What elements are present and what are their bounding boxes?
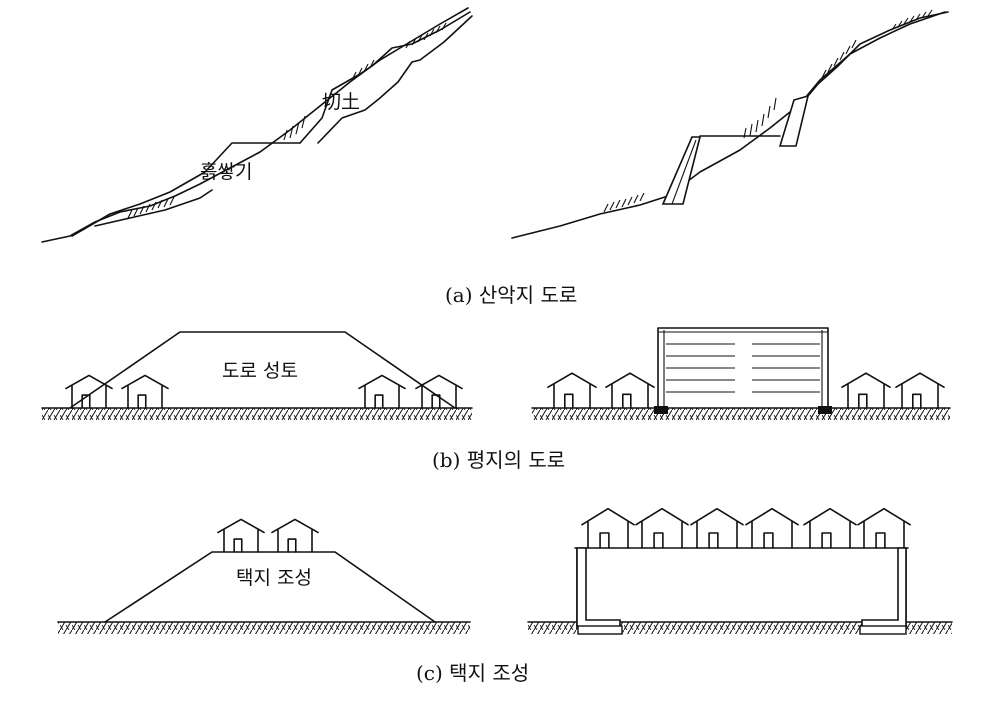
caption-c: (c) 택지 조성	[416, 661, 529, 685]
panel-a-mountain-road: 切土 흙쌓기 (a) 산악지 도로	[41, 7, 949, 307]
house-icon	[690, 507, 744, 549]
houses-layer	[65, 372, 945, 553]
natural-ground-line	[41, 7, 469, 243]
upper-cut-line	[807, 11, 949, 97]
caption-b: (b) 평지의 도로	[432, 448, 565, 472]
caption-a: (a) 산악지 도로	[445, 283, 577, 307]
label-cut: 切土	[322, 91, 360, 113]
house-icon	[857, 507, 911, 549]
lower-retaining-wall	[661, 136, 702, 205]
house-icon	[581, 507, 635, 549]
retained-embankment-section	[531, 327, 951, 420]
mountain-retaining-wall-section	[511, 9, 949, 239]
house-icon	[415, 374, 463, 409]
cut-slope-outline	[299, 11, 471, 144]
ground-hatch-c-right	[528, 622, 952, 634]
house-icon	[841, 372, 891, 409]
lower-wall-inner	[671, 139, 697, 205]
panel-b-flat-road: 도로 성토 (b) 평지의 도로	[41, 327, 951, 472]
wall-footing-left	[654, 406, 668, 414]
label-embankment: 도로 성토	[222, 360, 298, 382]
natural-ground-line-right	[511, 11, 946, 239]
house-icon	[605, 372, 655, 409]
upper-retaining-wall	[778, 94, 810, 147]
site-footing-left	[577, 625, 623, 635]
retaining-wall-box	[657, 327, 829, 411]
house-icon	[65, 374, 113, 409]
site-wall-left-buttress	[576, 547, 621, 629]
wall-footing-right	[818, 406, 832, 414]
cut-bench-line	[317, 15, 473, 144]
site-wall-box	[574, 547, 909, 627]
fill-slope-outline	[71, 142, 301, 237]
embankment-outline	[69, 331, 456, 409]
reinforcement-strips	[666, 343, 820, 393]
house-icon	[635, 507, 689, 549]
site-embankment-outline	[104, 551, 436, 623]
house-icon	[217, 518, 265, 553]
retaining-wall-inner	[658, 330, 828, 410]
mountain-cut-fill-section: 切土 흙쌓기	[41, 7, 473, 243]
site-wall-right-buttress	[861, 547, 907, 629]
panel-c-housing-site: 택지 조성 (c) 택지 조성	[57, 547, 953, 685]
house-icon	[803, 507, 857, 549]
house-icon	[745, 507, 799, 549]
embankment-section: 도로 성토	[41, 331, 473, 420]
house-icon	[358, 374, 406, 409]
label-fill: 흙쌓기	[200, 161, 252, 183]
ground-hatch-c-left	[58, 622, 470, 634]
slope-hatching-right	[603, 9, 933, 213]
slope-hatching	[127, 22, 447, 219]
house-icon	[271, 518, 319, 553]
fill-lower-edge	[94, 189, 213, 227]
house-icon	[547, 372, 597, 409]
ground-hatch-left	[42, 408, 472, 420]
site-footing-right	[859, 625, 907, 635]
site-retaining-wall-section	[527, 547, 953, 635]
site-embankment-section: 택지 조성	[57, 551, 471, 634]
house-icon	[121, 374, 169, 409]
ground-hatch-right	[532, 408, 950, 420]
house-icon	[895, 372, 945, 409]
label-site: 택지 조성	[236, 567, 312, 589]
